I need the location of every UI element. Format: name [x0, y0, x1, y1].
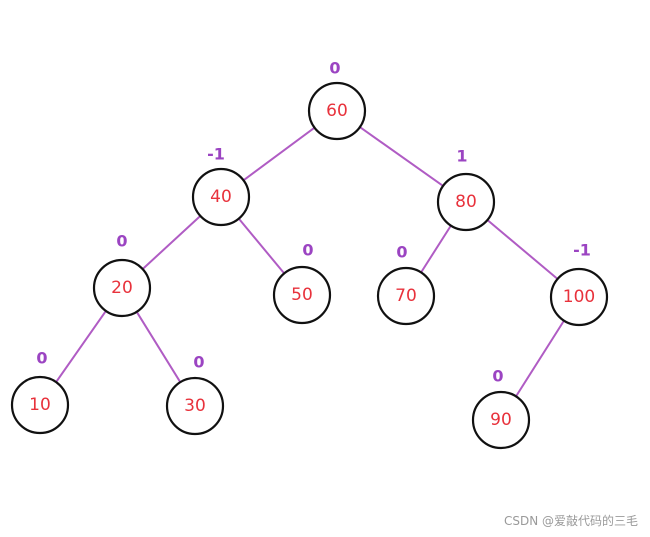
tree-node-80: 80 1 [436, 147, 496, 232]
node-circle [165, 376, 225, 436]
node-circle [10, 375, 70, 435]
node-value: 20 [111, 278, 133, 298]
tree-node-40: 40 -1 [191, 145, 251, 227]
tree-node-70: 70 0 [376, 243, 436, 326]
balance-factor-label: 0 [396, 243, 407, 262]
balance-factor-label: -1 [207, 145, 225, 164]
node-circle [272, 265, 332, 325]
tree-node-20: 20 0 [92, 232, 152, 318]
tree-node-10: 10 0 [10, 349, 70, 435]
node-value: 80 [455, 192, 477, 212]
edge-n60-n80 [358, 126, 445, 187]
balance-factor-label: -1 [573, 241, 591, 260]
tree-node-60: 60 0 [307, 59, 367, 141]
node-value: 10 [29, 395, 51, 415]
balance-factor-label: 1 [456, 147, 467, 166]
node-value: 90 [490, 410, 512, 430]
node-value: 100 [563, 287, 595, 307]
tree-node-50: 50 0 [272, 241, 332, 325]
node-circle [92, 258, 152, 318]
balance-factor-label: 0 [329, 59, 340, 78]
node-value: 50 [291, 285, 313, 305]
edge-n20-n30 [135, 310, 182, 384]
node-circle [307, 81, 367, 141]
balance-factor-label: 0 [302, 241, 313, 260]
balance-factor-label: 0 [36, 349, 47, 368]
edge-n80-n100 [486, 219, 559, 280]
node-circle [471, 390, 531, 450]
tree-node-90: 90 0 [471, 367, 531, 450]
node-circle [376, 266, 436, 326]
edge-n100-n90 [515, 319, 565, 398]
balance-factor-label: 0 [492, 367, 503, 386]
node-value: 30 [184, 396, 206, 416]
tree-node-100: 100 -1 [549, 241, 609, 327]
edge-n60-n40 [242, 126, 316, 182]
node-circle [549, 267, 609, 327]
node-value: 70 [395, 286, 417, 306]
tree-node-30: 30 0 [165, 353, 225, 436]
watermark: CSDN @爱敲代码的三毛 [503, 514, 638, 528]
edges-layer [55, 126, 565, 398]
node-circle [191, 167, 251, 227]
node-value: 40 [210, 187, 232, 207]
edge-n40-n50 [237, 217, 286, 275]
node-value: 60 [326, 101, 348, 121]
balance-factor-label: 0 [193, 353, 204, 372]
node-circle [436, 172, 496, 232]
edge-n40-n20 [141, 214, 202, 271]
edge-n20-n10 [55, 309, 107, 384]
balance-factor-label: 0 [116, 232, 127, 251]
edge-n80-n70 [420, 224, 452, 274]
